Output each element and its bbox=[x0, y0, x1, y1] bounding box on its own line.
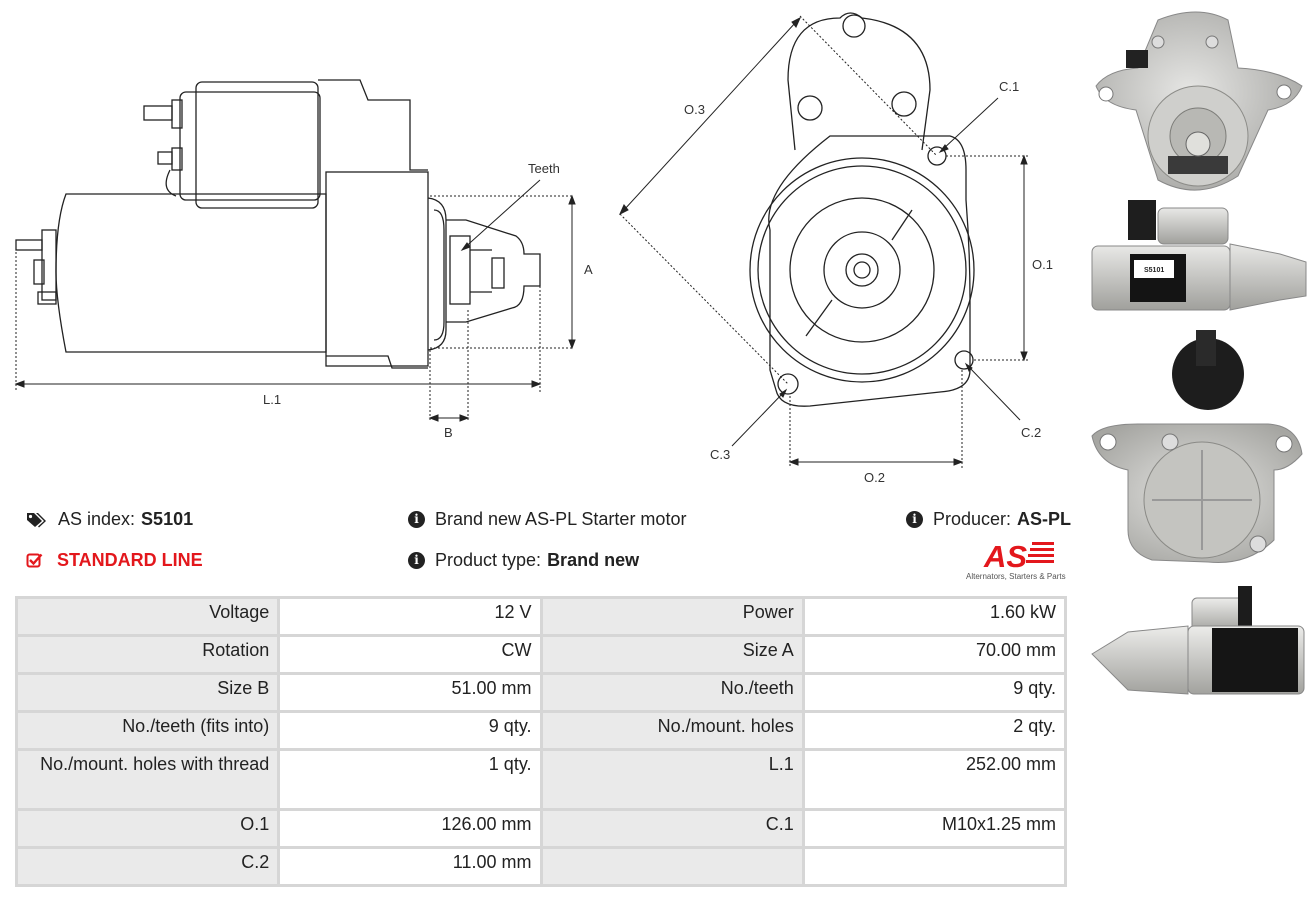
tags-icon bbox=[27, 512, 46, 527]
spec-key: Size B bbox=[18, 675, 278, 710]
spec-value: 11.00 mm bbox=[280, 849, 540, 884]
standard-line-label: STANDARD LINE bbox=[57, 550, 203, 570]
dimension-o1-label: O.1 bbox=[1032, 257, 1053, 272]
standard-line: STANDARD LINE bbox=[26, 550, 203, 571]
spec-value: 126.00 mm bbox=[280, 811, 540, 846]
spec-key: C.2 bbox=[18, 849, 278, 884]
spec-key: No./mount. holes bbox=[542, 713, 802, 748]
as-index-value: S5101 bbox=[141, 509, 194, 529]
spec-key: No./mount. holes with thread bbox=[18, 751, 278, 808]
table-row: Size B 51.00 mm No./teeth 9 qty. bbox=[18, 675, 1064, 710]
spec-value: 70.00 mm bbox=[804, 637, 1064, 672]
dimension-a-label: A bbox=[584, 262, 593, 277]
table-row: Voltage 12 V Power 1.60 kW bbox=[18, 599, 1064, 634]
specifications-table: Voltage 12 V Power 1.60 kW Rotation CW S… bbox=[15, 596, 1067, 887]
as-pl-logo: AS Alternators, Starters & Parts bbox=[966, 539, 1066, 581]
table-row: Rotation CW Size A 70.00 mm bbox=[18, 637, 1064, 672]
dimension-c3-label: C.3 bbox=[710, 447, 730, 462]
product-photo-front[interactable] bbox=[1088, 6, 1310, 196]
spec-key: No./teeth bbox=[542, 675, 802, 710]
spec-key: No./teeth (fits into) bbox=[18, 713, 278, 748]
dimension-c2-label: C.2 bbox=[1021, 425, 1041, 440]
spec-value: 252.00 mm bbox=[804, 751, 1064, 808]
logo-text: AS bbox=[983, 539, 1027, 574]
table-row: No./teeth (fits into) 9 qty. No./mount. … bbox=[18, 713, 1064, 748]
spec-key: O.1 bbox=[18, 811, 278, 846]
info-icon: i bbox=[906, 511, 923, 528]
info-icon: i bbox=[408, 552, 425, 569]
table-row: C.2 11.00 mm bbox=[18, 849, 1064, 884]
spec-value: 9 qty. bbox=[804, 675, 1064, 710]
spec-key: Power bbox=[542, 599, 802, 634]
spec-value: 9 qty. bbox=[280, 713, 540, 748]
producer-label: Producer: bbox=[933, 509, 1012, 529]
spec-value: 2 qty. bbox=[804, 713, 1064, 748]
as-index: AS index: S5101 bbox=[26, 509, 193, 530]
as-index-label: AS index: bbox=[58, 509, 136, 529]
table-row: No./mount. holes with thread 1 qty. L.1 … bbox=[18, 751, 1064, 808]
spec-value: CW bbox=[280, 637, 540, 672]
dimension-o2-label: O.2 bbox=[864, 470, 885, 485]
spec-key bbox=[542, 849, 802, 884]
logo-tagline: Alternators, Starters & Parts bbox=[966, 572, 1066, 581]
product-photo-rear[interactable] bbox=[1088, 330, 1310, 568]
product-type-label: Product type: bbox=[435, 550, 542, 570]
checkbox-checked-icon bbox=[26, 553, 43, 568]
dimension-b-label: B bbox=[444, 425, 453, 440]
spec-key: Rotation bbox=[18, 637, 278, 672]
spec-key: C.1 bbox=[542, 811, 802, 846]
product-type-value: Brand new bbox=[547, 550, 640, 570]
producer-value: AS-PL bbox=[1017, 509, 1072, 529]
front-view-drawing: O.3 C.1 O.1 C.2 C.3 O.2 bbox=[618, 12, 1053, 485]
producer: i Producer: AS-PL bbox=[906, 509, 1071, 530]
photo-label-text: S5101 bbox=[1144, 267, 1164, 274]
product-photo-side[interactable] bbox=[1088, 584, 1310, 700]
description: i Brand new AS-PL Starter motor bbox=[408, 509, 686, 530]
spec-key: Size A bbox=[542, 637, 802, 672]
spec-value: 12 V bbox=[280, 599, 540, 634]
description-text: Brand new AS-PL Starter motor bbox=[435, 509, 687, 529]
side-view-drawing: Teeth A L.1 B bbox=[14, 79, 593, 440]
spec-value bbox=[804, 849, 1064, 884]
info-icon: i bbox=[408, 511, 425, 528]
spec-value: 1 qty. bbox=[280, 751, 540, 808]
dimension-l1-label: L.1 bbox=[263, 392, 281, 407]
spec-key: Voltage bbox=[18, 599, 278, 634]
dimension-o3-label: O.3 bbox=[684, 102, 705, 117]
spec-key: L.1 bbox=[542, 751, 802, 808]
table-row: O.1 126.00 mm C.1 M10x1.25 mm bbox=[18, 811, 1064, 846]
spec-value: 1.60 kW bbox=[804, 599, 1064, 634]
spec-value: 51.00 mm bbox=[280, 675, 540, 710]
teeth-label: Teeth bbox=[528, 161, 560, 176]
product-type: i Product type: Brand new bbox=[408, 550, 639, 571]
product-photo-side-label[interactable]: S5101 bbox=[1088, 200, 1310, 318]
dimension-c1-label: C.1 bbox=[999, 79, 1019, 94]
spec-value: M10x1.25 mm bbox=[804, 811, 1064, 846]
